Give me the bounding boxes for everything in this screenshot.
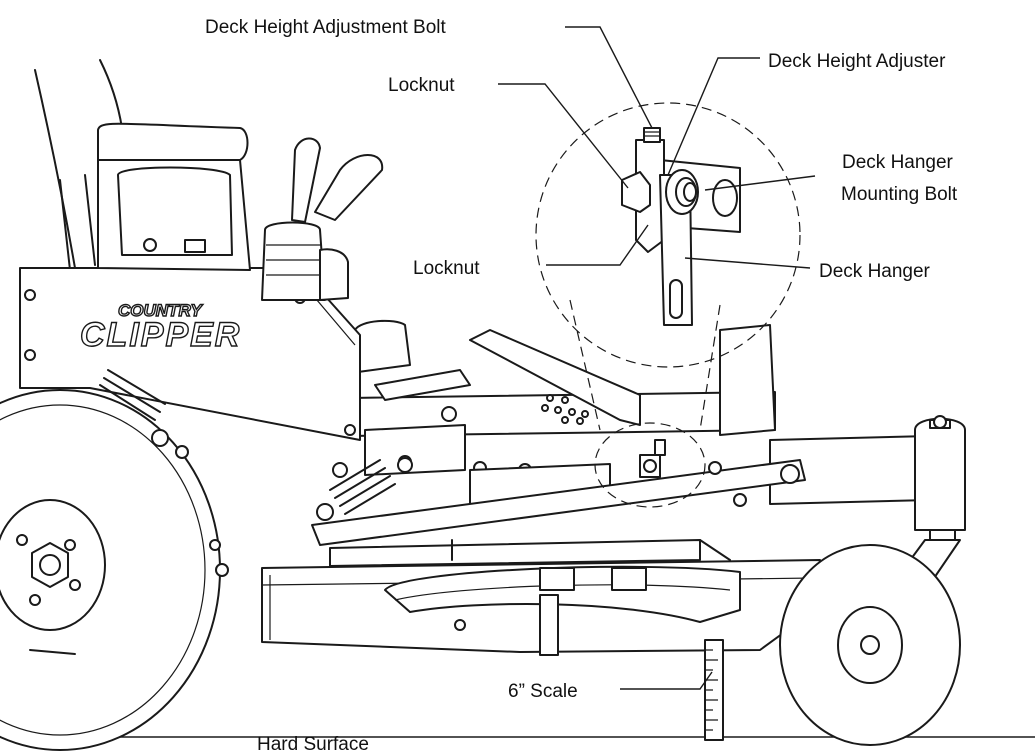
small-hanger-detail	[639, 439, 666, 478]
projection-line-right	[699, 304, 721, 431]
magnified-detail-circle	[535, 102, 801, 368]
front-caster-wheel	[779, 529, 961, 746]
rear-wheel	[0, 369, 229, 751]
frame	[311, 319, 966, 546]
scale-ruler	[704, 639, 724, 741]
detail-origin-circle	[594, 422, 706, 508]
label-deck-hanger-mounting-bolt-line1: Deck Hanger	[842, 152, 954, 173]
label-deck-height-adjustment-bolt: Deck Height Adjustment Bolt	[205, 17, 447, 38]
label-locknut-top: Locknut	[388, 75, 455, 96]
label-deck-height-adjuster: Deck Height Adjuster	[768, 51, 946, 72]
leader-lines	[498, 26, 816, 690]
mower-deck	[261, 539, 821, 656]
label-deck-hanger-mounting-bolt-line2: Mounting Bolt	[841, 184, 958, 205]
label-hard-surface: Hard Surface	[257, 734, 369, 754]
mower-body: COUNTRY CLIPPER	[19, 59, 384, 441]
magnified-hanger-assembly	[621, 127, 741, 326]
projection-line-left	[569, 299, 601, 431]
brand-logo-line1: COUNTRY	[118, 301, 203, 320]
brand-logo-line2: CLIPPER	[80, 316, 241, 354]
label-locknut-bottom: Locknut	[413, 258, 480, 279]
label-deck-hanger: Deck Hanger	[819, 261, 931, 282]
label-scale: 6” Scale	[508, 681, 578, 702]
